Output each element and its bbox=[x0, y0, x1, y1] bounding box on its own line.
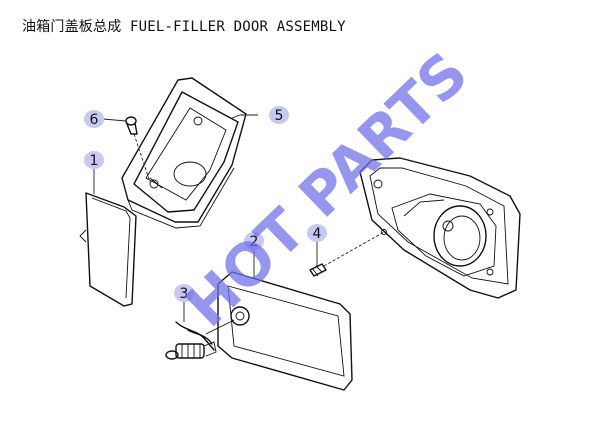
svg-text:1: 1 bbox=[90, 153, 99, 169]
leader-5 bbox=[231, 114, 258, 119]
callout-1: 1 bbox=[84, 151, 104, 169]
svg-text:2: 2 bbox=[250, 234, 259, 250]
callout-2: 2 bbox=[244, 232, 264, 250]
watermark-text: HOT PARTS bbox=[172, 39, 480, 340]
svg-text:4: 4 bbox=[313, 226, 322, 242]
part-4-screw bbox=[309, 231, 385, 277]
part-3-hinge bbox=[165, 319, 235, 360]
callout-6: 6 bbox=[84, 110, 104, 128]
callout-5: 5 bbox=[269, 106, 289, 124]
part-2-filler-door bbox=[217, 271, 353, 391]
part-1-panel-seal bbox=[79, 192, 137, 307]
body-panel-filler-opening bbox=[359, 157, 521, 299]
page-title: 油箱门盖板总成 FUEL-FILLER DOOR ASSEMBLY bbox=[22, 19, 346, 35]
svg-text:3: 3 bbox=[180, 286, 189, 302]
leader-6 bbox=[102, 118, 127, 122]
part-5-filler-housing bbox=[121, 77, 247, 229]
callout-4: 4 bbox=[307, 224, 327, 242]
svg-text:6: 6 bbox=[90, 112, 99, 128]
callout-3: 3 bbox=[174, 284, 194, 302]
svg-text:5: 5 bbox=[275, 108, 284, 124]
